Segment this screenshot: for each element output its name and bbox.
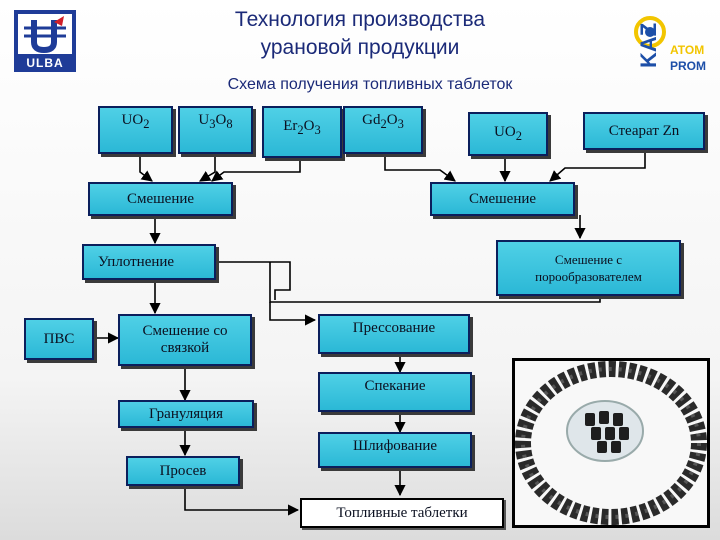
connector-gd2o3-to-mix — [384, 150, 456, 182]
input-uo2-b-formula: UO2 — [494, 123, 522, 143]
page-title: Технология производства урановой продукц… — [150, 6, 570, 62]
step-mixing-right: Смешение — [430, 182, 575, 216]
step-granulation: Грануляция — [118, 400, 254, 428]
kaz-logo-text-1: KAZ — [636, 23, 661, 68]
input-u3o8: U3O8 — [178, 106, 253, 154]
input-er2o3-formula: Er2O3 — [283, 118, 321, 137]
step-pvs: ПВС — [24, 318, 94, 360]
kaz-logo-text-3: PROM — [670, 59, 706, 73]
step-mixing-binder: Смешение со связкой — [118, 314, 252, 366]
step-sieving: Просев — [126, 456, 240, 486]
input-uo2: UO2 — [98, 106, 173, 154]
step-sintering: Спекание — [318, 372, 472, 412]
connector-compaction-to-pressing — [216, 261, 291, 300]
step-mixing-pore-line-2: порообразователем — [535, 269, 642, 284]
kaz-logo-text-2: ATOM — [670, 43, 704, 57]
input-er2o3: Er2O3 — [262, 106, 342, 158]
ulba-logo-text: ULBA — [26, 56, 63, 70]
step-mixing-binder-line-2: связкой — [160, 340, 210, 356]
input-uo2-b: UO2 — [468, 112, 548, 156]
connector-er2o3-to-mix — [211, 155, 301, 182]
final-product-fuel-pellets: Топливные таблетки — [300, 498, 504, 528]
input-gd2o3: Gd2O3 — [343, 106, 423, 154]
step-mixing-binder-line-1: Смешение со — [142, 323, 228, 339]
input-gd2o3-formula: Gd2O3 — [362, 112, 404, 131]
kazatomprom-logo: KAZ ATOM PROM — [634, 16, 706, 73]
connector-uo2-to-mix — [139, 150, 153, 182]
connector-u3o8-to-mix — [199, 150, 216, 182]
title-line-2: урановой продукции — [260, 36, 460, 59]
connector-to-pressing — [269, 302, 317, 326]
step-mixing-left: Смешение — [88, 182, 233, 216]
step-mixing-pore-line-1: Смешение с — [554, 252, 623, 267]
input-uo2-formula: UO2 — [121, 112, 150, 131]
fuel-pellets-photo — [512, 358, 710, 528]
step-compaction: Уплотнение — [82, 244, 216, 280]
input-zinc-stearate: Стеарат Zn — [583, 112, 705, 150]
ulba-logo: ULBA — [14, 10, 76, 72]
step-grinding: Шлифование — [318, 432, 472, 468]
diagram-subtitle: Схема получения топливных таблеток — [227, 76, 513, 93]
connector-stearate-to-mix — [549, 148, 646, 182]
title-line-1: Технология производства — [234, 8, 486, 31]
step-mixing-pore-former: Смешение с порообразователем — [496, 240, 681, 296]
connector-sieving-to-final — [184, 485, 300, 516]
input-u3o8-formula: U3O8 — [198, 112, 233, 131]
connector-pore-down — [269, 262, 601, 303]
fuel-pellets-illustration — [515, 361, 707, 525]
step-pressing: Прессование — [318, 314, 470, 354]
